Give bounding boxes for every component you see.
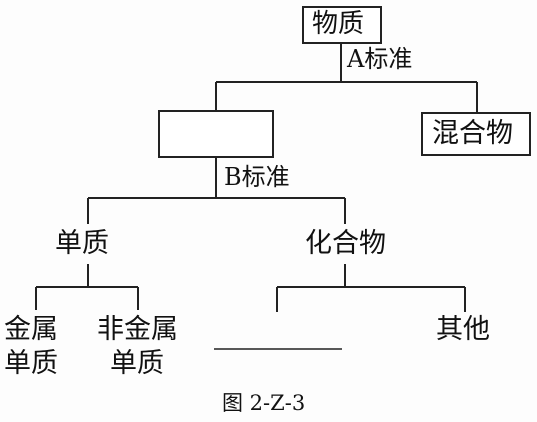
mixture-node-label: 混合物 bbox=[432, 118, 513, 149]
criterion-a-label: A标准 bbox=[347, 45, 413, 73]
mixture-node-box bbox=[421, 112, 531, 156]
metal-element-line2: 单质 bbox=[4, 348, 58, 379]
compound-node-label: 化合物 bbox=[305, 228, 386, 259]
nonmetal-element-line2: 单质 bbox=[110, 348, 164, 379]
figure-caption: 图 2-Z-3 bbox=[222, 391, 306, 415]
criterion-b-label: B标准 bbox=[224, 163, 290, 191]
root-node-label: 物质 bbox=[312, 9, 365, 39]
nonmetal-element-line1: 非金属 bbox=[97, 314, 178, 345]
other-node-label: 其他 bbox=[436, 314, 490, 345]
blank-category-box bbox=[158, 110, 274, 158]
root-node-box bbox=[302, 6, 382, 44]
metal-element-line1: 金属 bbox=[4, 314, 58, 345]
element-node-label: 单质 bbox=[55, 228, 109, 259]
